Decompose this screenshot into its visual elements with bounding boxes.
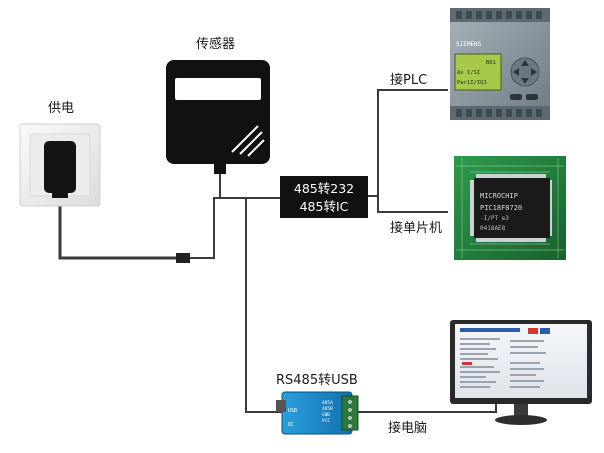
plc-brand: SIEMENS xyxy=(456,41,482,48)
converter-box: 485转232 485转IC xyxy=(280,176,368,218)
converter-label-1: 485转232 xyxy=(294,181,354,196)
chip-sub-1: -I/PT e3 xyxy=(480,215,509,222)
power-label: 供电 xyxy=(48,101,74,116)
bus-to-usb xyxy=(245,198,282,413)
plc-label: 接PLC xyxy=(390,72,427,88)
wiring xyxy=(58,89,497,413)
usb-pin-1: 485A xyxy=(322,400,333,406)
converter-to-plc xyxy=(368,89,448,197)
software-window-icon xyxy=(460,328,550,388)
usb-pin-2: 485B xyxy=(322,406,333,412)
power-outlet xyxy=(19,123,101,207)
usb-converter-label: RS485转USB xyxy=(276,373,358,388)
mcu-board: MICROCHIP PIC18F8720 -I/PT e3 0418AE8 xyxy=(454,156,566,260)
power-to-bus xyxy=(190,197,280,259)
plc-screen-3: Par1I/IQ1 xyxy=(457,80,487,86)
usb-dc-label: DC xyxy=(288,422,294,428)
sensor-label: 传感器 xyxy=(196,36,235,52)
converter-label-2: 485转IC xyxy=(300,199,349,214)
mcu-label: 接单片机 xyxy=(390,220,442,236)
chip-brand: MICROCHIP xyxy=(480,192,518,200)
chip-model: PIC18F8720 xyxy=(480,204,522,212)
plc-device: SIEMENS B01 Ax I/SI Par1I/IQ1 xyxy=(450,8,550,120)
power-cable xyxy=(58,196,180,260)
computer-monitor xyxy=(450,320,592,425)
usb-pin-3: GND xyxy=(322,412,330,418)
usb-converter-device: USB DC 485A 485B GND VCC xyxy=(276,391,359,435)
computer-label: 接电脑 xyxy=(388,420,427,436)
usb-pin-4: VCC xyxy=(322,418,330,424)
converter-to-mcu xyxy=(377,196,448,213)
plc-screen-1: B01 xyxy=(486,60,496,66)
chip-sub-2: 0418AE8 xyxy=(480,225,506,232)
usb-port-label: USB xyxy=(288,408,297,414)
sensor-device xyxy=(166,60,270,174)
plc-screen-2: Ax I/SI xyxy=(457,70,480,76)
cable-connector xyxy=(176,253,190,263)
